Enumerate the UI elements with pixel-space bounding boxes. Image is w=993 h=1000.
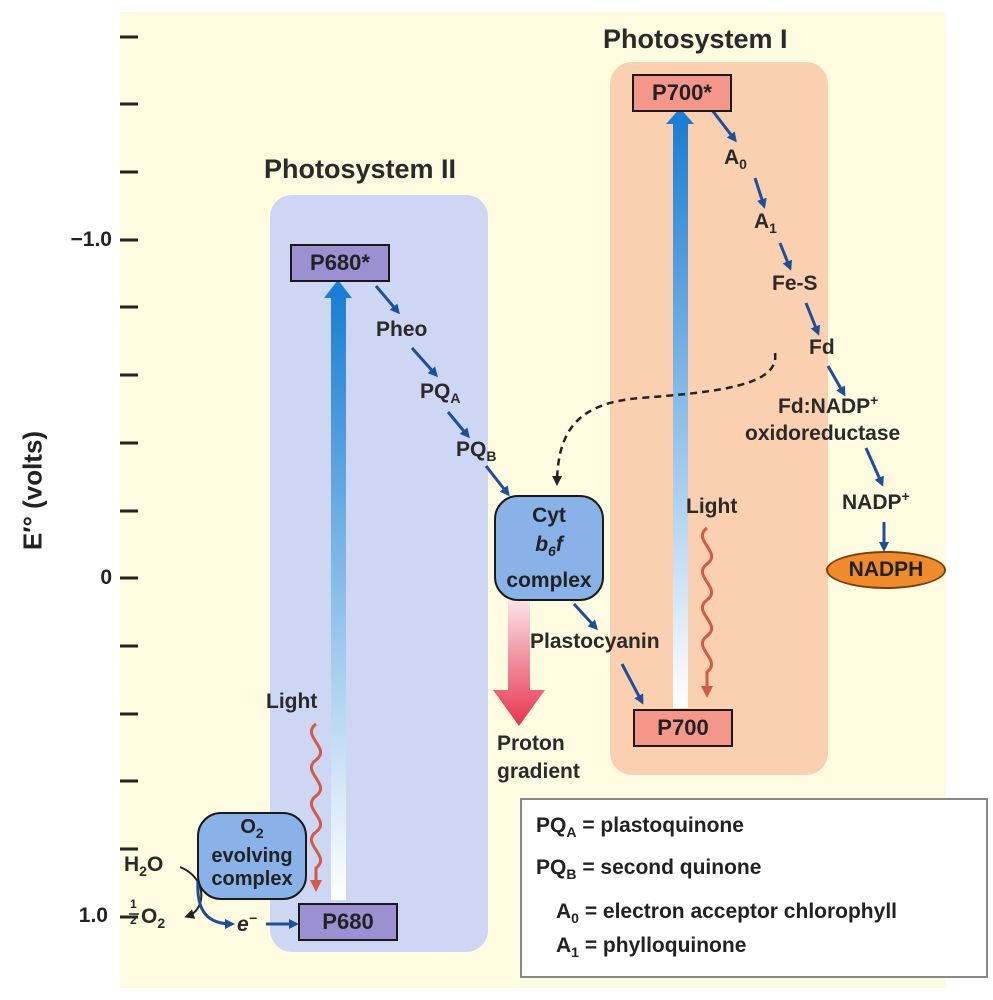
legend-item-pqb: PQB = second quinone [536, 856, 762, 883]
half-denominator: 2 [130, 913, 137, 927]
gradient-label: gradient [497, 760, 580, 783]
nadph-ellipse: NADPH [826, 551, 946, 589]
cyclic-electron-flow-arrow [552, 352, 777, 486]
o2-evolving-complex: O2 evolving complex [197, 812, 307, 900]
tick-label-1: 1.0 [78, 904, 108, 927]
tick-label-0: 0 [100, 566, 112, 589]
p680-box: P680 [298, 903, 398, 941]
oxygen-label: O2 [141, 905, 166, 932]
pqa-label: PQA [420, 380, 461, 407]
legend-item-a1: A1 = phylloquinone [556, 934, 747, 961]
fd-nadp-label: Fd:NADP+ [778, 392, 879, 418]
axis-ticks [120, 35, 138, 919]
p700-excitation-arrowhead [666, 108, 694, 124]
water-label: H2O [124, 853, 164, 880]
half-numerator: 1 [130, 897, 137, 911]
photosystem-i-title: Photosystem I [603, 24, 788, 54]
p680-excitation-arrowhead [324, 280, 352, 298]
a0-label: A0 [724, 146, 747, 173]
electron-from-water-arrow [196, 879, 235, 929]
water-split-arc [179, 866, 203, 919]
psii-electron-arrows [374, 285, 644, 705]
fes-label: Fe-S [772, 272, 818, 295]
fd-label: Fd [809, 336, 835, 359]
proton-label: Proton [497, 732, 565, 755]
pheo-label: Pheo [376, 318, 428, 341]
psi-light-label: Light [686, 495, 738, 518]
p700-star-box: P700* [632, 74, 732, 112]
legend-item-pqa: PQA = plastoquinone [536, 814, 744, 841]
photosystem-ii-title: Photosystem II [264, 154, 457, 184]
legend-box: PQA = plastoquinone PQB = second quinone… [520, 798, 988, 978]
pqb-label: PQB [456, 438, 497, 465]
legend-item-a0: A0 = electron acceptor chlorophyll [556, 900, 897, 927]
p700-box: P700 [633, 709, 733, 747]
photosystem-i-panel [610, 62, 828, 775]
electron-label: e− [237, 910, 257, 936]
p680-star-box: P680* [290, 244, 390, 282]
nadp-label: NADP+ [842, 488, 910, 514]
p680-excitation-bar [331, 296, 346, 900]
photosystem-ii-panel [270, 195, 488, 952]
psii-light-label: Light [266, 690, 318, 713]
p700-excitation-bar [673, 122, 688, 708]
plastocyanin-label: Plastocyanin [530, 630, 660, 653]
proton-gradient-arrow [493, 600, 545, 726]
psi-electron-arrows [710, 109, 889, 552]
cytochrome-b6f-complex: Cyt b6f complex [494, 495, 604, 601]
a1-label: A1 [754, 210, 777, 237]
psi-light-arrow [700, 526, 714, 698]
oxidoreductase-label: oxidoreductase [745, 422, 901, 445]
y-axis-title: E′° (volts) [17, 430, 48, 551]
tick-label-minus-1: −1.0 [70, 228, 112, 251]
psii-light-arrow [309, 722, 323, 892]
